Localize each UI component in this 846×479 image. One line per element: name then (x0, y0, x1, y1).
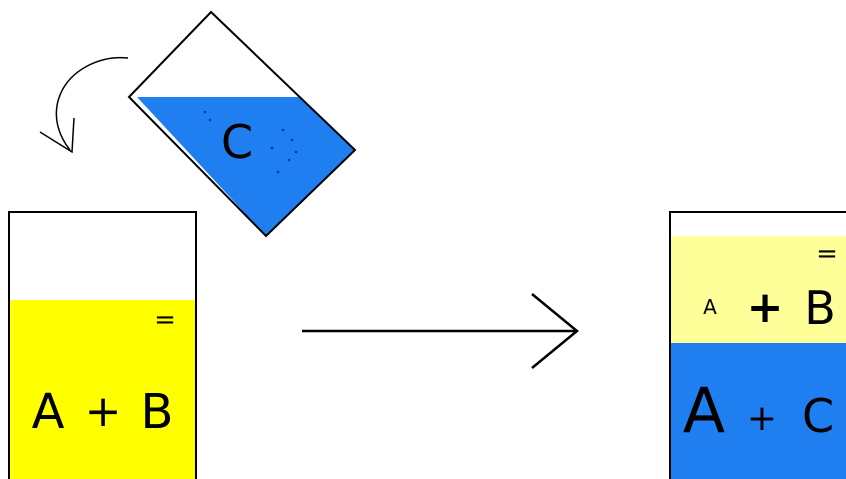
curved-arrow-icon (39, 56, 129, 154)
left-beaker-outline (8, 211, 197, 479)
left-species-b: B (141, 384, 174, 440)
right-top-species-b: B (804, 281, 836, 335)
pour-beaker-outline (127, 10, 357, 238)
right-beaker-top-layer (670, 236, 846, 343)
right-beaker: = A + B A + C (669, 211, 846, 479)
right-arrow-icon (302, 293, 579, 369)
right-top-equilibrium-sign: = (816, 239, 838, 269)
right-top-plus: + (747, 282, 784, 333)
right-top-species-a: A (703, 295, 717, 319)
pour-beaker: C (127, 10, 357, 238)
left-beaker-liquid (9, 300, 196, 479)
left-equilibrium-sign: = (154, 305, 176, 335)
pour-beaker-particles (203, 110, 298, 174)
pour-beaker-label: C (221, 115, 253, 169)
left-beaker: = A + B (8, 211, 197, 479)
left-plus: + (85, 386, 122, 437)
right-beaker-outline (669, 211, 846, 479)
right-bottom-species-a: A (683, 374, 725, 447)
right-bottom-species-c: C (802, 389, 834, 443)
right-bottom-plus: + (747, 398, 777, 439)
left-species-a: A (32, 384, 65, 440)
pour-beaker-liquid (137, 97, 355, 236)
right-beaker-bottom-layer (670, 343, 846, 479)
